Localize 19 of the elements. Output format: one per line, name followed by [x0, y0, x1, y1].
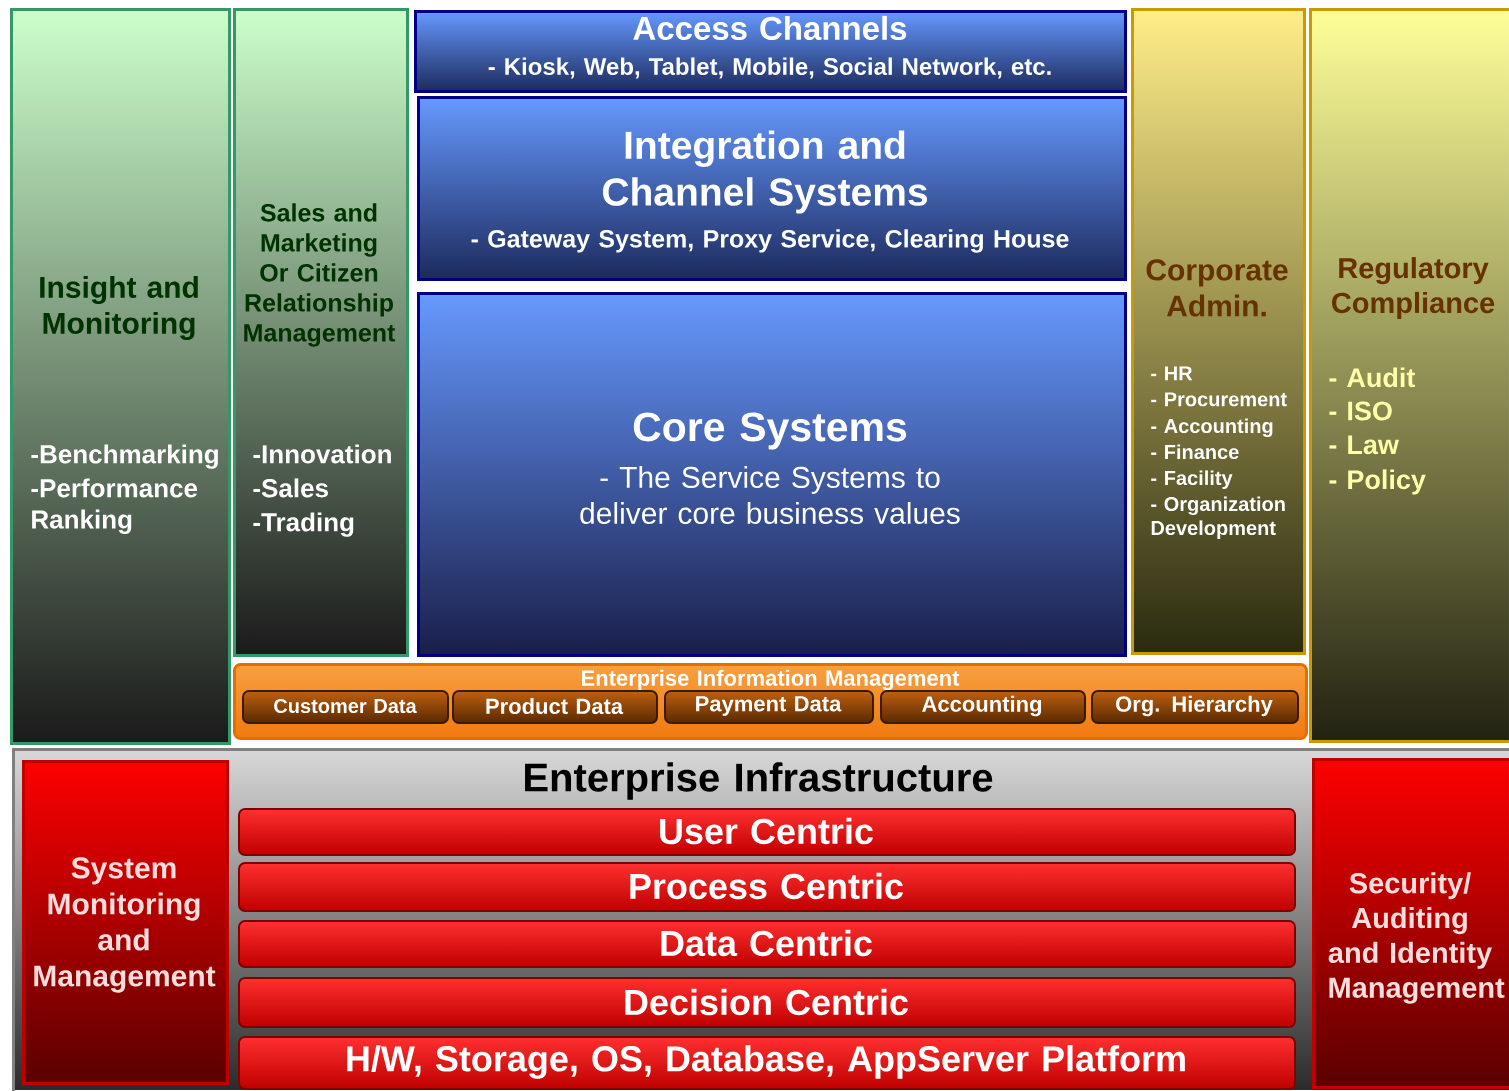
layer-bar: H/W, Storage, OS, Database, AppServer Platform	[238, 1036, 1296, 1090]
side-box: System Monitoring and Management	[22, 760, 229, 1085]
layer-box: Integration and Channel Systems - Gateway System, Proxy Service, Clearing House	[417, 96, 1127, 281]
data-box: Product Data	[452, 690, 658, 724]
layer-bar: Data Centric	[238, 920, 1296, 968]
layer-bar: Process Centric	[238, 862, 1296, 912]
data-box: Customer Data	[242, 690, 449, 724]
column-panel: Sales and Marketing Or Citizen Relationship Management -Innovation -Sales -Trading	[233, 8, 409, 657]
data-box: Org. Hierarchy	[1091, 690, 1299, 724]
layer-box: Core Systems - The Service Systems to deliver core business values	[417, 292, 1127, 657]
column-panel: Corporate Admin. - HR - Procurement - Accounting - Finance - Facility - Organization Development	[1131, 8, 1306, 655]
layer-bar: Decision Centric	[238, 977, 1296, 1028]
data-box: Payment Data	[664, 690, 874, 724]
side-box: Security/ Auditing and Identity Management	[1312, 758, 1509, 1089]
layer-bar: User Centric	[238, 808, 1296, 856]
column-panel: Insight and Monitoring -Benchmarking -Performance Ranking	[10, 8, 231, 745]
layer-box: Access Channels - Kiosk, Web, Tablet, Mobile, Social Network, etc.	[414, 10, 1127, 93]
data-box: Accounting	[880, 690, 1086, 724]
column-panel: Regulatory Compliance - Audit - ISO - Law - Policy	[1309, 8, 1509, 743]
